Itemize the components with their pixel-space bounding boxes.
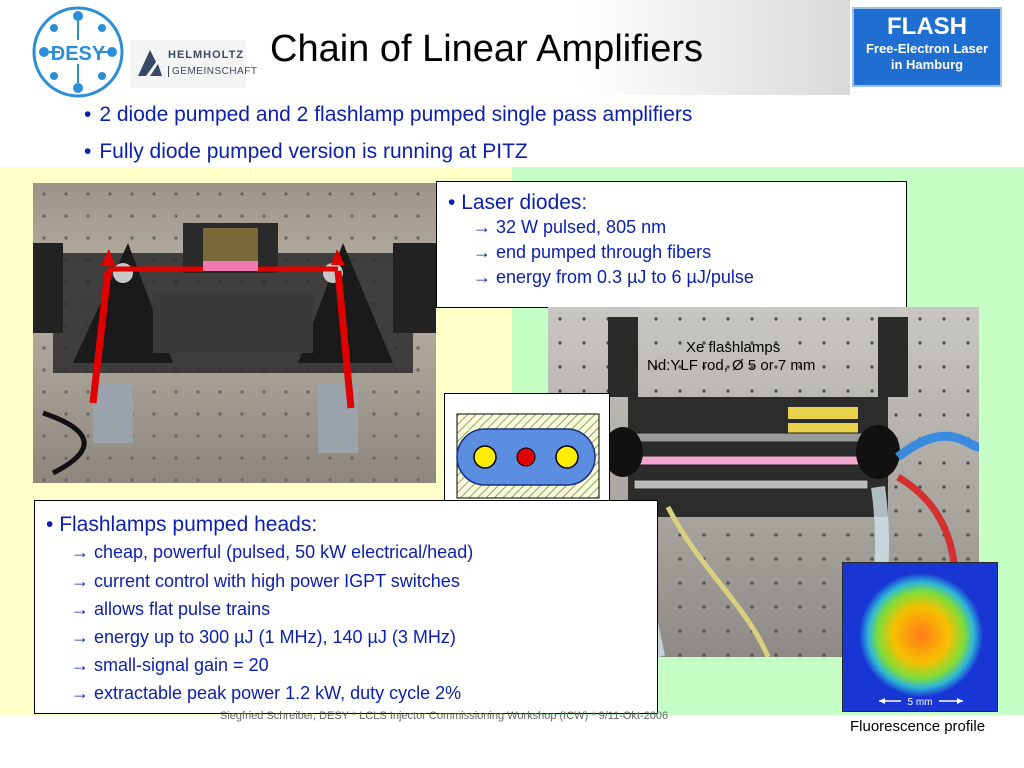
page-title: Chain of Linear Amplifiers <box>270 28 703 70</box>
flashlamp-line-5: → small-signal gain = 20 <box>71 655 269 675</box>
laser-diodes-line-3: → energy from 0.3 µJ to 6 µJ/pulse <box>473 267 754 287</box>
flashlamp-line-1: → cheap, powerful (pulsed, 50 kW electri… <box>71 542 474 562</box>
fluorescence-caption: Fluorescence profile <box>850 718 986 735</box>
flashlamp-line-3: → allows flat pulse trains <box>71 599 271 619</box>
flashlamp-line-2: → current control with high power IGPT s… <box>71 571 460 591</box>
laser-diodes-line-2: → end pumped through fibers <box>473 242 712 262</box>
flashlamp-line-6: → extractable peak power 1.2 kW, duty cy… <box>71 683 462 703</box>
flashlamp-heads-box: • Flashlamps pumped heads: → cheap, powe… <box>34 500 658 714</box>
desy-logo-text: DESY <box>51 43 106 65</box>
bullet-2-text: Fully diode pumped version is running at… <box>99 140 528 163</box>
cross-section-illustration <box>456 413 600 499</box>
diode-amplifier-photo <box>33 183 436 483</box>
header-gradient <box>250 0 850 95</box>
flash-logo-line2: in Hamburg <box>890 57 964 72</box>
helmholtz-mark-icon <box>138 50 162 76</box>
bullet-2: •Fully diode pumped version is running a… <box>84 140 528 163</box>
flashlamp-heads-heading: • Flashlamps pumped heads: <box>46 513 318 536</box>
flash-logo-title: FLASH <box>887 13 967 40</box>
diode-amplifier-illustration <box>33 223 436 476</box>
fluorescence-profile-image: 5 mm <box>842 562 998 712</box>
rod-label: Nd:YLF rod, Ø 5 or 7 mm <box>647 357 816 374</box>
flashlamp-line-4: → energy up to 300 µJ (1 MHz), 140 µJ (3… <box>71 627 456 647</box>
helmholtz-logo: HELMHOLTZ GEMEINSCHAFT <box>130 40 257 88</box>
xe-flashlamps-label: Xe flashlamps <box>686 339 781 356</box>
pump-cross-section-diagram <box>444 393 610 517</box>
flashlamp-head-illustration <box>566 317 979 657</box>
desy-logo: DESY <box>32 6 124 98</box>
bullet-1-text: 2 diode pumped and 2 flashlamp pumped si… <box>99 103 693 126</box>
laser-diodes-heading: • Laser diodes: <box>448 191 588 214</box>
laser-diodes-line-1: → 32 W pulsed, 805 nm <box>473 217 667 237</box>
helmholtz-line2: GEMEINSCHAFT <box>168 66 257 77</box>
laser-diodes-box: • Laser diodes: → 32 W pulsed, 805 nm → … <box>436 181 907 308</box>
flash-logo-line1: Free-Electron Laser <box>865 41 989 56</box>
bullet-1: •2 diode pumped and 2 flashlamp pumped s… <box>84 103 693 126</box>
footer-text: Siegfried Schreiber, DESY * LCLS Injecto… <box>220 710 669 722</box>
fluorescence-scale-label: 5 mm <box>908 697 933 708</box>
fluorescence-illustration: 5 mm <box>843 563 997 711</box>
flash-logo: FLASH Free-Electron Laser in Hamburg <box>852 7 1002 87</box>
helmholtz-line1: HELMHOLTZ <box>168 49 245 61</box>
